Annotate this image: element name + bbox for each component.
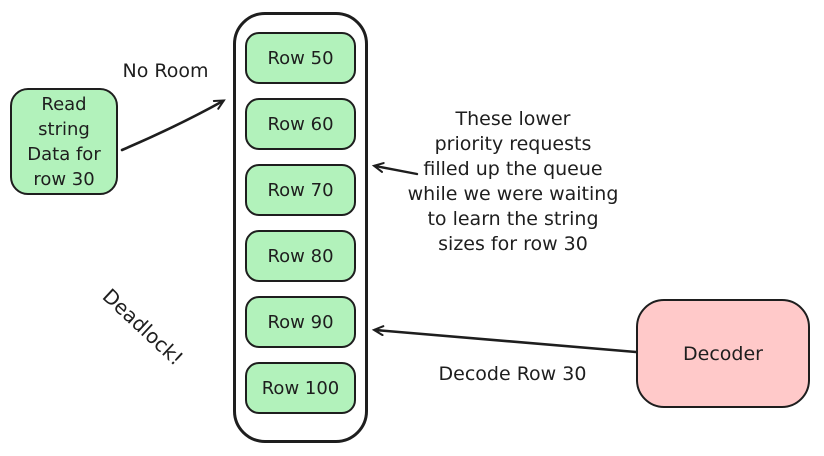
decoder-label: Decoder: [683, 342, 763, 365]
queue-row-80: Row 80: [245, 230, 356, 282]
queue-row-90: Row 90: [245, 296, 356, 348]
decode-arrow: [371, 325, 638, 354]
request-box-line: Read: [41, 93, 87, 115]
annotation-line: while we were waiting: [407, 183, 619, 205]
request-box-line: Data for: [27, 143, 101, 165]
annotation-line: priority requests: [434, 133, 592, 155]
request-box-line: string: [38, 118, 90, 140]
queue-container: Row 50 Row 60 Row 70 Row 80 Row 90 Row 1…: [233, 12, 368, 443]
queue-row-50: Row 50: [245, 32, 356, 84]
annotation-line: These lower: [455, 108, 571, 130]
deadlock-label: Deadlock!: [97, 283, 189, 371]
queue-row-100: Row 100: [245, 362, 356, 414]
annotation-line: sizes for row 30: [438, 233, 588, 255]
no-room-arrow: [120, 99, 226, 152]
queue-row-60: Row 60: [245, 98, 356, 150]
queue-annotation: These lower priority requests filled up …: [393, 107, 633, 257]
decode-row-label: Decode Row 30: [438, 363, 587, 385]
no-room-label: No Room: [122, 60, 209, 82]
queue-row-70: Row 70: [245, 164, 356, 216]
request-box-line: row 30: [33, 168, 95, 190]
annotation-line: to learn the string: [427, 208, 599, 230]
annotation-line: filled up the queue: [423, 158, 603, 180]
decoder-box: Decoder: [636, 299, 810, 408]
read-string-request-box: Read string Data for row 30: [10, 88, 118, 195]
